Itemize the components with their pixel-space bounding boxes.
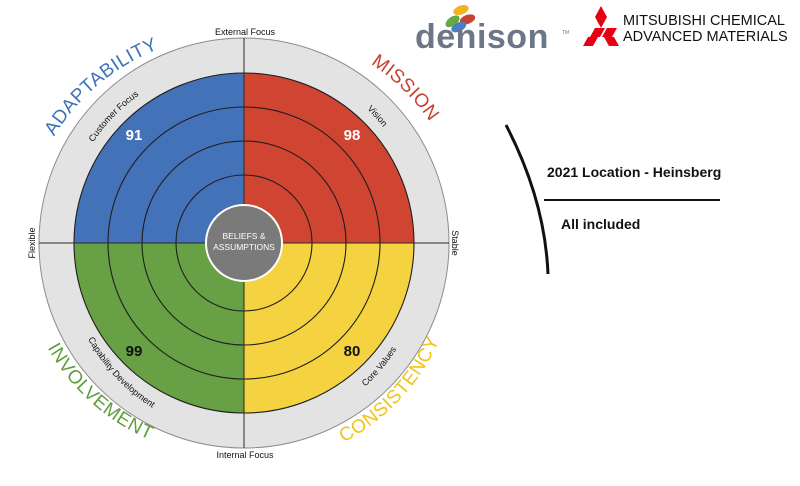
quadrant-consistency: [244, 243, 414, 413]
score-adaptability: 91: [126, 127, 143, 144]
axis-label-external-focus: External Focus: [215, 27, 276, 37]
quadrant-mission: [244, 73, 414, 243]
axis-label-stable: Stable: [450, 230, 460, 256]
axis-label-flexible: Flexible: [27, 227, 37, 258]
denison-logo: denison TM: [415, 5, 569, 56]
score-mission: 98: [344, 127, 361, 144]
core-label-line2: ASSUMPTIONS: [213, 242, 275, 252]
mitsubishi-line2: ADVANCED MATERIALS: [623, 29, 788, 45]
info-bracket-curve: [504, 124, 550, 275]
axis-label-internal-focus: Internal Focus: [216, 450, 274, 460]
score-involvement: 99: [126, 343, 143, 360]
score-consistency: 80: [344, 343, 361, 360]
quadrant-involvement: [74, 243, 244, 413]
denison-wordmark: denison: [415, 18, 549, 56]
denison-trademark: TM: [562, 30, 569, 36]
mitsubishi-diamonds-icon: [583, 6, 619, 46]
mitsubishi-logo: MITSUBISHI CHEMICAL ADVANCED MATERIALS: [583, 6, 788, 46]
core-circle: [205, 204, 283, 282]
info-location: 2021 Location - Heinsberg: [547, 164, 721, 180]
core-label-line1: BELIEFS &: [223, 231, 266, 241]
info-scope: All included: [561, 216, 640, 232]
quadrant-adaptability: [74, 73, 244, 243]
mitsubishi-line1: MITSUBISHI CHEMICAL: [623, 13, 785, 29]
denison-mark-icon: [445, 5, 476, 33]
